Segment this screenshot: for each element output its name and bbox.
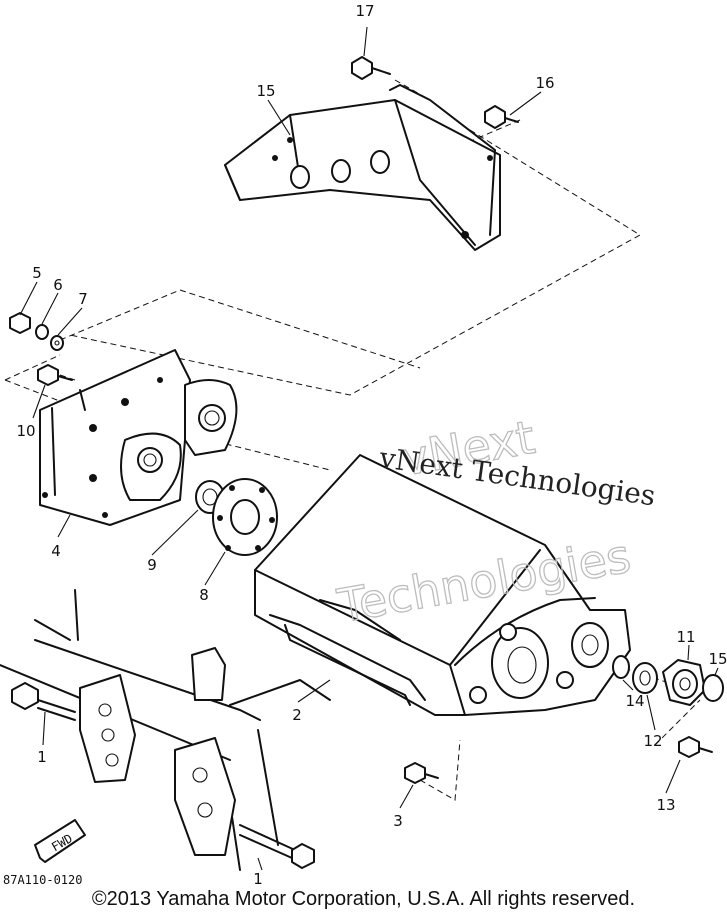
- figure-code: 87A110-0120: [3, 873, 82, 887]
- callout-4: 4: [51, 542, 61, 560]
- bolt-18: [351, 56, 391, 80]
- lower-frame: [0, 589, 331, 871]
- callout-16: 15: [256, 82, 275, 100]
- leader-lines: [19, 26, 719, 871]
- bolt-3: [404, 762, 439, 784]
- bearing-housing-11: [662, 659, 706, 706]
- side-plate: [39, 349, 191, 526]
- upper-bracket: [224, 84, 501, 251]
- callout-11: 11: [676, 628, 695, 646]
- cap-15: [702, 674, 724, 702]
- callout-10: 10: [16, 422, 35, 440]
- callout-17: 16: [535, 74, 554, 92]
- bolt-17: [484, 105, 519, 129]
- washer-7: [50, 335, 64, 351]
- callout-1-lower: 1: [253, 870, 263, 888]
- callout-3: 3: [393, 812, 403, 830]
- callout-2: 2: [292, 706, 302, 724]
- oil-seal-14: [612, 655, 630, 679]
- bolt-1-lower: [239, 824, 315, 869]
- callout-13: 13: [656, 796, 675, 814]
- bolt-10: [37, 364, 73, 386]
- callout-9: 9: [147, 556, 157, 574]
- callout-5: 5: [32, 264, 42, 282]
- lock-washer-6: [35, 324, 49, 340]
- callout-labels: 17 16 15 5 6 7 10 4 9 8 2 3 14 12 11 15 …: [16, 2, 727, 888]
- bolt-13: [678, 736, 713, 758]
- side-plate-ear: [184, 379, 238, 456]
- bearing-12: [632, 662, 658, 694]
- callout-15: 15: [708, 650, 727, 668]
- callout-8: 8: [199, 586, 209, 604]
- copyright-notice: ©2013 Yamaha Motor Corporation, U.S.A. A…: [91, 888, 636, 910]
- callout-18: 17: [355, 2, 374, 20]
- callout-7: 7: [78, 290, 88, 308]
- bolt-5: [9, 312, 31, 334]
- drive-case: [254, 454, 631, 716]
- callout-14: 14: [625, 692, 644, 710]
- fwd-arrow-icon: FWD: [34, 819, 86, 863]
- callout-12: 12: [643, 732, 662, 750]
- callout-1-upper: 1: [37, 748, 47, 766]
- callout-6: 6: [53, 276, 63, 294]
- bolt-1-upper: [11, 682, 76, 721]
- flange-8: [212, 478, 278, 556]
